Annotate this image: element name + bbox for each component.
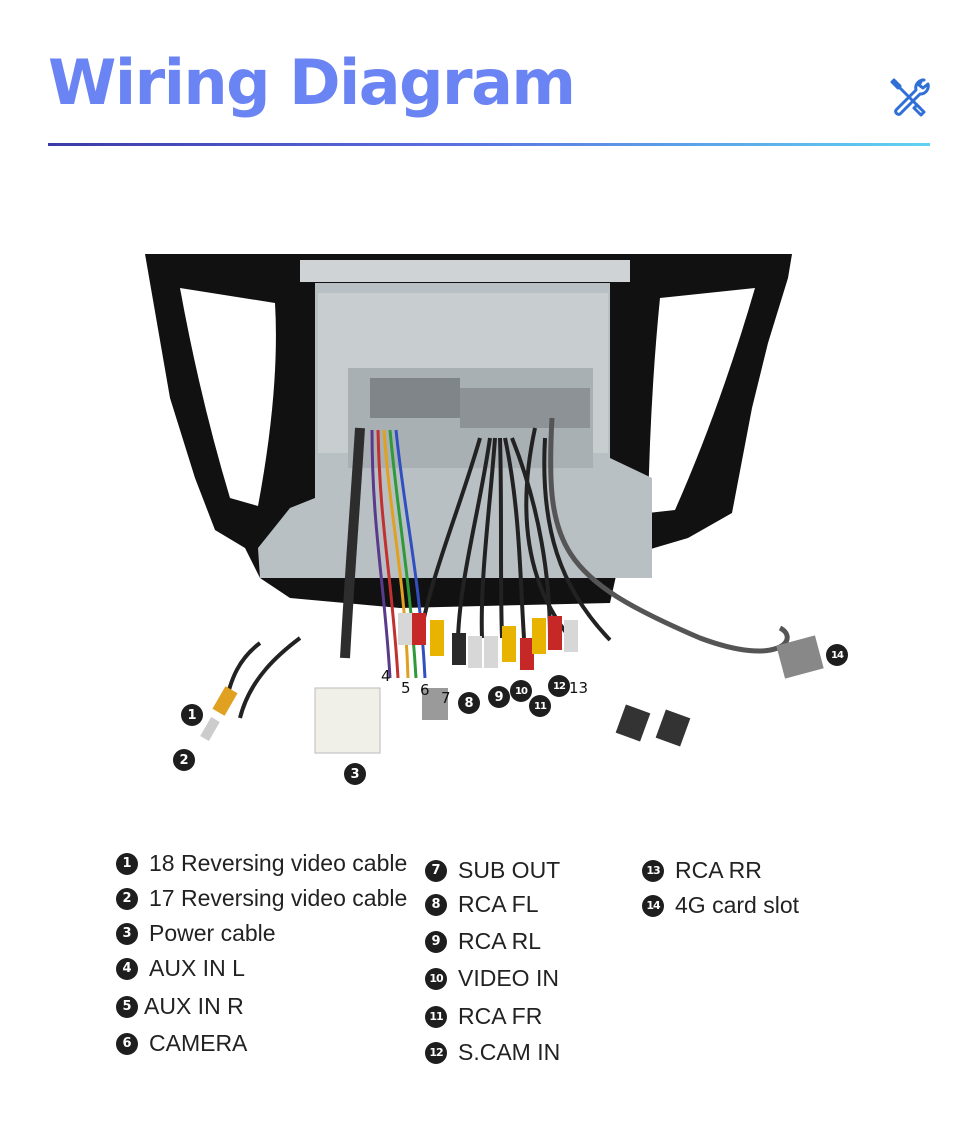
legend-label: 17 Reversing video cable bbox=[149, 885, 408, 911]
legend-label: RCA RL bbox=[458, 928, 542, 954]
callout-1: 1 bbox=[181, 704, 203, 726]
head-unit-photo bbox=[145, 254, 824, 754]
legend-badge: 5 bbox=[116, 995, 138, 1018]
legend-label: 4G card slot bbox=[675, 892, 799, 918]
legend-item-11: 11 RCA FR bbox=[425, 1003, 542, 1030]
unit-chassis bbox=[300, 260, 630, 282]
callout-12: 12 bbox=[548, 675, 570, 697]
legend-item-6: 6 CAMERA bbox=[116, 1030, 247, 1057]
title-divider bbox=[48, 143, 930, 146]
legend-label: S.CAM IN bbox=[458, 1039, 561, 1065]
callout-10: 10 bbox=[510, 680, 532, 702]
legend-badge: 8 bbox=[425, 893, 447, 916]
legend-item-14: 14 4G card slot bbox=[642, 892, 799, 919]
legend-badge: 4 bbox=[116, 957, 138, 980]
legend-badge: 1 bbox=[116, 852, 138, 875]
legend-label: Power cable bbox=[149, 920, 276, 946]
legend-item-4: 4 AUX IN L bbox=[116, 955, 245, 982]
legend-label: RCA FR bbox=[458, 1003, 543, 1029]
callout-7: 7 bbox=[441, 689, 451, 707]
legend-badge: 2 bbox=[116, 887, 138, 910]
callout-11: 11 bbox=[529, 695, 551, 717]
callout-5: 5 bbox=[401, 679, 411, 697]
callout-8: 8 bbox=[458, 692, 480, 714]
legend-item-12: 12 S.CAM IN bbox=[425, 1039, 560, 1066]
legend-item-13: 13 RCA RR bbox=[642, 857, 762, 884]
legend-item-8: 8 RCA FL bbox=[425, 891, 539, 918]
page-title: Wiring Diagram bbox=[48, 46, 576, 119]
callout-2: 2 bbox=[173, 749, 195, 771]
legend-item-3: 3 Power cable bbox=[116, 920, 276, 947]
legend-badge: 14 bbox=[642, 894, 664, 917]
legend-label: 18 Reversing video cable bbox=[149, 850, 408, 876]
legend-badge: 10 bbox=[425, 967, 447, 990]
legend-badge: 6 bbox=[116, 1032, 138, 1055]
callout-3: 3 bbox=[344, 763, 366, 785]
legend-label: VIDEO IN bbox=[458, 965, 559, 991]
legend-badge: 7 bbox=[425, 859, 447, 882]
legend-label: CAMERA bbox=[149, 1030, 248, 1056]
legend-label: RCA RR bbox=[675, 857, 762, 883]
callout-13: 13 bbox=[569, 679, 589, 697]
legend-item-9: 9 RCA RL bbox=[425, 928, 541, 955]
tools-icon bbox=[890, 78, 930, 117]
legend-badge: 13 bbox=[642, 859, 664, 882]
legend-item-2: 2 17 Reversing video cable bbox=[116, 885, 407, 912]
legend-item-1: 1 18 Reversing video cable bbox=[116, 850, 407, 877]
legend-badge: 11 bbox=[425, 1005, 447, 1028]
legend-label: RCA FL bbox=[458, 891, 539, 917]
legend-item-5: 5 AUX IN R bbox=[116, 993, 244, 1020]
legend-badge: 12 bbox=[425, 1041, 447, 1064]
callout-14: 14 bbox=[826, 644, 848, 666]
callout-9: 9 bbox=[488, 686, 510, 708]
callout-4: 4 bbox=[381, 667, 391, 685]
callout-6: 6 bbox=[420, 681, 430, 699]
legend-label: AUX IN R bbox=[144, 993, 244, 1019]
power-connector bbox=[314, 687, 381, 754]
legend-label: SUB OUT bbox=[458, 857, 561, 883]
legend-badge: 3 bbox=[116, 922, 138, 945]
legend-item-10: 10 VIDEO IN bbox=[425, 965, 559, 992]
legend-label: AUX IN L bbox=[149, 955, 245, 981]
legend-badge: 9 bbox=[425, 930, 447, 953]
legend-item-7: 7 SUB OUT bbox=[425, 857, 560, 884]
